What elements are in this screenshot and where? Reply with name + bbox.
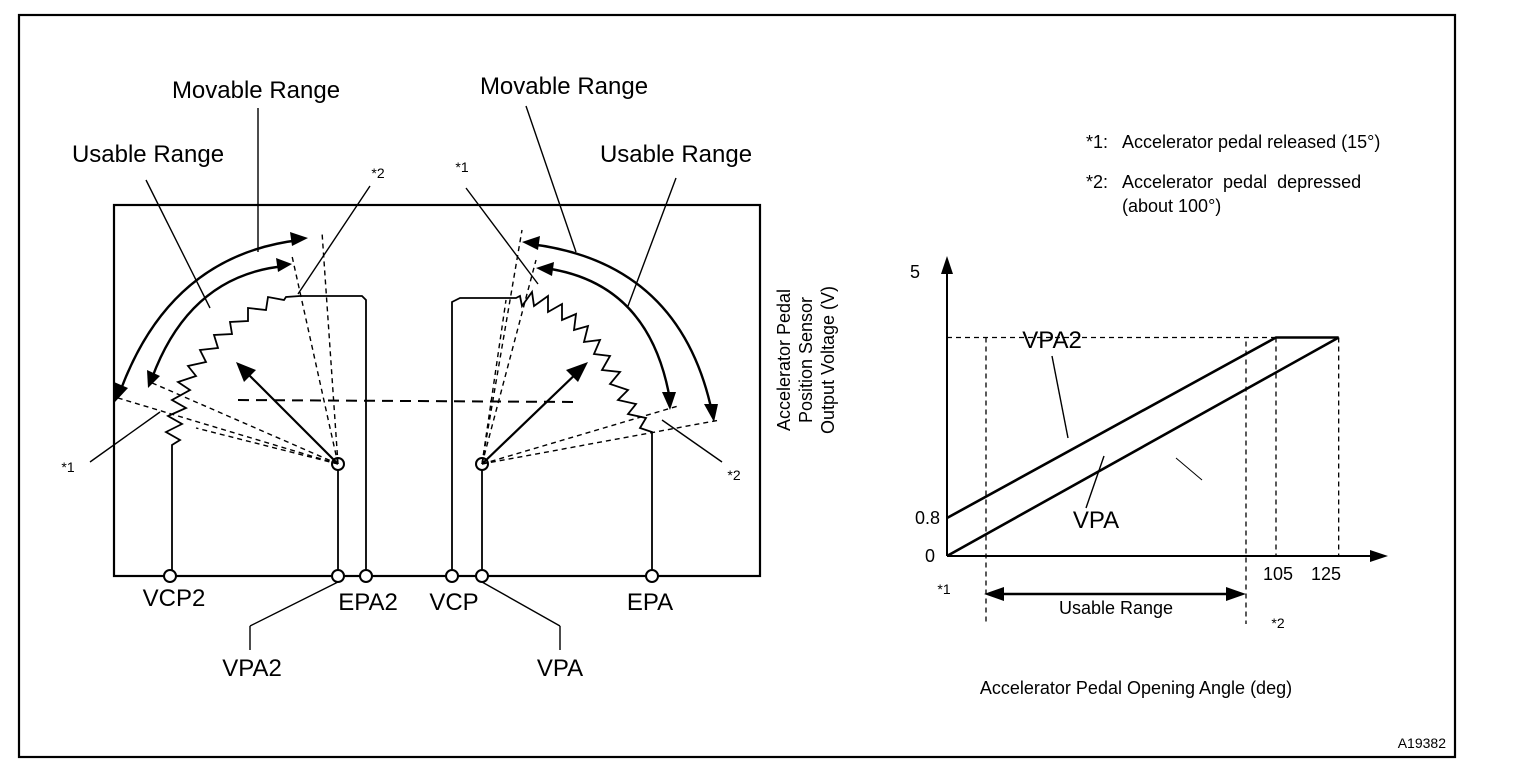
- right-ray-usable-end: [481, 405, 679, 465]
- left-movable-arrow-end: [114, 382, 128, 402]
- right-ray-depressed: [481, 419, 721, 465]
- left-ray-usable-end: [291, 255, 339, 465]
- terminal-vcp2: [163, 569, 177, 583]
- right-ray-released: [481, 229, 523, 465]
- vpa-label: VPA: [537, 655, 583, 682]
- vcp2-label: VCP2: [143, 585, 206, 612]
- x-axis-arrowhead: [1370, 550, 1388, 562]
- usable-range-arrow-left: [984, 587, 1004, 601]
- left-usable-arrow-start: [276, 258, 292, 272]
- right-ray-extra: [481, 299, 507, 465]
- right-mark2-leader: [661, 419, 723, 463]
- vpa2-label: VPA2: [222, 655, 282, 682]
- terminal-epa: [645, 569, 659, 583]
- right-usable-range-label: Usable Range: [600, 141, 752, 168]
- vpa-leader: [481, 581, 561, 627]
- chart-mark-1: *1: [937, 581, 950, 597]
- right-movable-leader: [525, 105, 577, 253]
- y-axis-arrowhead: [941, 256, 953, 274]
- x-axis-label: Accelerator Pedal Opening Angle (deg): [980, 678, 1292, 698]
- left-resistor: [164, 295, 367, 576]
- chart-mark-2: *2: [1271, 615, 1284, 631]
- xtick-105: 105: [1263, 564, 1293, 584]
- right-usable-arrow-start: [536, 262, 554, 276]
- note2-text-line2: (about 100°): [1122, 196, 1221, 216]
- epa-label: EPA: [627, 589, 673, 616]
- figure-id: A19382: [1398, 735, 1446, 751]
- right-mark-2-label: *2: [727, 467, 740, 483]
- note1-mark: *1:: [1086, 132, 1108, 152]
- ytick-0: 0: [925, 546, 935, 566]
- ytick-top: 5: [910, 262, 920, 282]
- spacer: [986, 580, 1244, 594]
- terminal-vcp: [445, 569, 459, 583]
- epa2-label: EPA2: [338, 589, 398, 616]
- right-resistor: [451, 289, 653, 576]
- left-usable-range-label: Usable Range: [72, 141, 224, 168]
- left-usable-arrow-end: [147, 370, 160, 388]
- sensor-diagram: Movable Range Usable Range *2 *1 Movable…: [61, 73, 762, 682]
- left-ray-usable-start: [149, 381, 339, 465]
- legend-notes: *1: Accelerator pedal released (15°) *2:…: [1086, 132, 1380, 216]
- note1-text: Accelerator pedal released (15°): [1122, 132, 1380, 152]
- usable-range-arrow-right: [1226, 587, 1246, 601]
- left-ray-released: [117, 397, 339, 465]
- right-movable-arrow-start: [522, 236, 540, 250]
- left-mark1-leader: [89, 411, 161, 463]
- note2-text-line1: Accelerator pedal depressed: [1122, 172, 1361, 192]
- series-line-vpa2: [946, 336, 1339, 520]
- output-voltage-chart: Accelerator Pedal Position Sensor Output…: [774, 256, 1388, 698]
- terminal-epa2: [359, 569, 373, 583]
- vpa2-leader: [249, 581, 339, 627]
- left-ray-extra: [195, 427, 339, 465]
- right-wiper-arm: [481, 367, 583, 465]
- series-label-vpa: VPA: [1073, 507, 1119, 534]
- right-usable-arrow-end: [662, 392, 676, 410]
- right-movable-arc: [529, 242, 714, 413]
- outer-border: [17, 13, 1457, 759]
- series-label-vpa2: VPA2: [1022, 327, 1082, 354]
- series-leader-vpa2: [1051, 355, 1069, 439]
- right-mark1-leader: [465, 187, 539, 285]
- left-movable-arc: [118, 238, 301, 393]
- left-movable-arrow-start: [290, 232, 308, 246]
- center-dashed-line: [237, 399, 579, 403]
- right-movable-arrow-end: [704, 404, 718, 422]
- terminal-vpa: [475, 569, 489, 583]
- series-line-vpa: [946, 336, 1340, 558]
- right-usable-arc: [543, 266, 672, 401]
- left-mark-2-label: *2: [371, 165, 384, 181]
- y-axis-label-line3: Output Voltage (V): [818, 286, 838, 434]
- right-mark-1-label: *1: [455, 159, 468, 175]
- vcp-label: VCP: [429, 589, 478, 616]
- usable-range-label: Usable Range: [1059, 598, 1173, 618]
- left-usable-leader: [145, 179, 211, 309]
- y-axis-label-line2: Position Sensor: [796, 297, 816, 423]
- terminal-vpa2: [331, 569, 345, 583]
- sensor-housing: [112, 203, 762, 578]
- ytick-0-8: 0.8: [915, 508, 940, 528]
- left-usable-arc: [150, 264, 286, 379]
- right-ray-usable-start: [481, 259, 537, 465]
- left-mark2-leader: [297, 185, 371, 295]
- series-leader-vpa: [1085, 455, 1105, 509]
- right-usable-leader: [627, 177, 677, 307]
- xtick-125: 125: [1311, 564, 1341, 584]
- y-axis-label-line1: Accelerator Pedal: [774, 289, 794, 431]
- right-wiper-arrowhead: [566, 362, 588, 382]
- left-movable-range-label: Movable Range: [172, 77, 340, 104]
- left-wiper-arm: [241, 367, 339, 465]
- note2-mark: *2:: [1086, 172, 1108, 192]
- right-movable-range-label: Movable Range: [480, 73, 648, 100]
- left-wiper-arrowhead: [236, 362, 256, 382]
- left-ray-depressed: [321, 231, 339, 465]
- left-mark-1-label: *1: [61, 459, 74, 475]
- stray-mark: [1175, 457, 1203, 481]
